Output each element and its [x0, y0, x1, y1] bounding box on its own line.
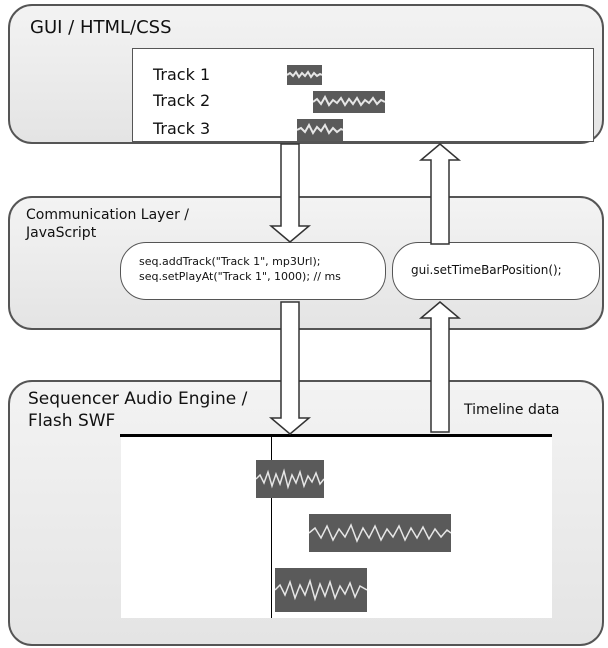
timeline-data-label: Timeline data: [464, 402, 560, 418]
engine-track-1-waveform: [256, 460, 324, 498]
engine-track-3-waveform: [275, 568, 367, 612]
engine-layer-title: Sequencer Audio Engine / Flash SWF: [28, 388, 247, 432]
communication-layer-title: Communication Layer / JavaScript: [26, 206, 189, 242]
communication-title-line-1: Communication Layer /: [26, 207, 189, 223]
communication-layer: Communication Layer / JavaScript seq.add…: [8, 196, 604, 330]
engine-title-line-1: Sequencer Audio Engine /: [28, 389, 248, 409]
track-label-2: Track 2: [153, 91, 211, 110]
add-track-call: seq.addTrack("Track 1", mp3Url);: [139, 255, 321, 268]
track-label-3: Track 3: [153, 119, 211, 138]
communication-title-line-2: JavaScript: [26, 225, 97, 241]
engine-track-2-waveform: [309, 514, 451, 552]
engine-title-line-2: Flash SWF: [28, 411, 116, 431]
track-1-waveform: [287, 65, 322, 85]
engine-call-bubble: seq.addTrack("Track 1", mp3Url); seq.set…: [120, 242, 386, 300]
track-label-1: Track 1: [153, 65, 211, 84]
set-time-bar-position-call: gui.setTimeBarPosition();: [411, 263, 562, 277]
engine-timeline-panel: [121, 436, 552, 618]
gui-track-panel: Track 1 Track 2 Track 3: [132, 48, 594, 142]
gui-call-bubble: gui.setTimeBarPosition();: [392, 242, 600, 300]
playhead-line: [271, 436, 272, 618]
set-play-at-call: seq.setPlayAt("Track 1", 1000); // ms: [139, 270, 341, 283]
engine-layer: Sequencer Audio Engine / Flash SWF Timel…: [8, 380, 604, 646]
track-2-waveform: [313, 91, 385, 113]
gui-layer: GUI / HTML/CSS Track 1 Track 2 Track 3: [8, 4, 604, 144]
gui-layer-title: GUI / HTML/CSS: [30, 17, 172, 38]
track-3-waveform: [297, 119, 343, 141]
engine-timeline-top-border: [120, 434, 552, 437]
